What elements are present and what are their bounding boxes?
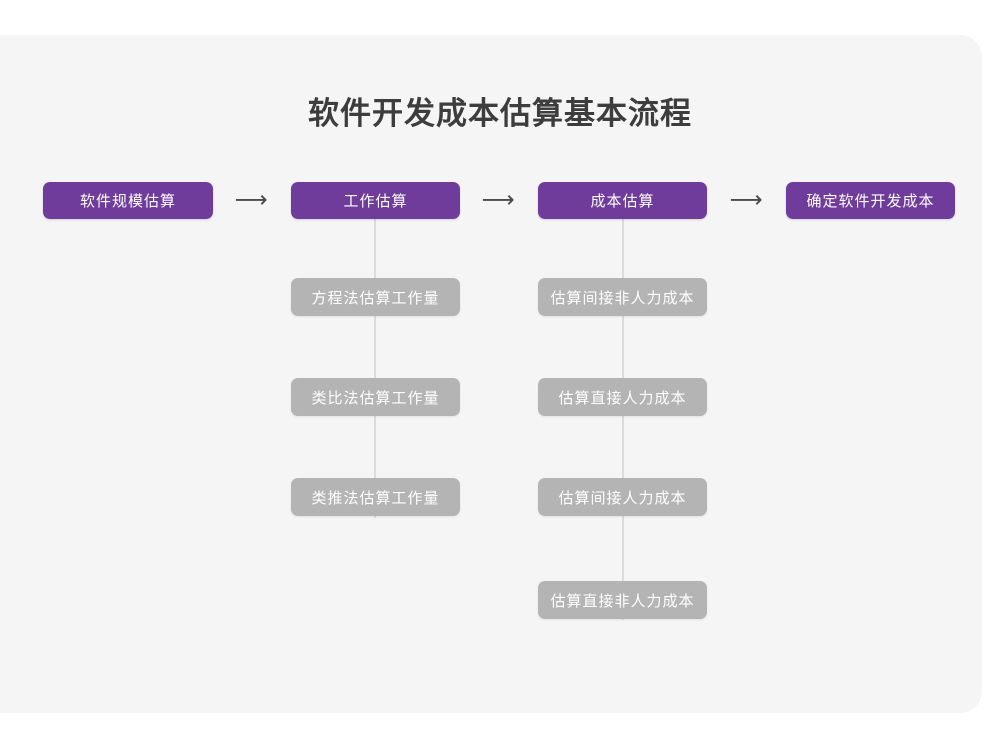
stage-label-4: 确定软件开发成本 [806,193,935,210]
stage-label-3: 成本估算 [590,193,655,210]
diagram-card [0,35,982,713]
stage-box-3[interactable]: 成本估算 [538,182,707,219]
substep-box-left-1[interactable]: 方程法估算工作量 [291,278,460,316]
substep-box-left-3[interactable]: 类推法估算工作量 [291,478,460,516]
flow-arrow-3: ⟶ [729,187,763,213]
substep-label-right-4: 估算直接非人力成本 [550,592,695,610]
substep-label-left-2: 类比法估算工作量 [311,389,440,407]
substep-label-right-1: 估算间接非人力成本 [550,289,695,307]
stage-label-1: 软件规模估算 [79,193,176,210]
substep-label-right-3: 估算间接人力成本 [558,489,687,507]
substep-box-right-3[interactable]: 估算间接人力成本 [538,478,707,516]
stage-box-1[interactable]: 软件规模估算 [43,182,213,219]
connector-line-right-column [622,218,624,620]
substep-box-left-2[interactable]: 类比法估算工作量 [291,378,460,416]
substep-label-right-2: 估算直接人力成本 [558,389,687,407]
stage-box-4[interactable]: 确定软件开发成本 [786,182,955,219]
substep-box-right-1[interactable]: 估算间接非人力成本 [538,278,707,316]
flow-arrow-2: ⟶ [481,187,515,213]
flow-arrow-1: ⟶ [234,187,268,213]
substep-box-right-4[interactable]: 估算直接非人力成本 [538,581,707,619]
substep-label-left-1: 方程法估算工作量 [311,289,440,307]
stage-box-2[interactable]: 工作估算 [291,182,460,219]
substep-box-right-2[interactable]: 估算直接人力成本 [538,378,707,416]
page-title: 软件开发成本估算基本流程 [308,96,692,131]
substep-label-left-3: 类推法估算工作量 [311,489,440,507]
stage-label-2: 工作估算 [343,193,408,210]
connector-line-left-column [374,218,376,518]
